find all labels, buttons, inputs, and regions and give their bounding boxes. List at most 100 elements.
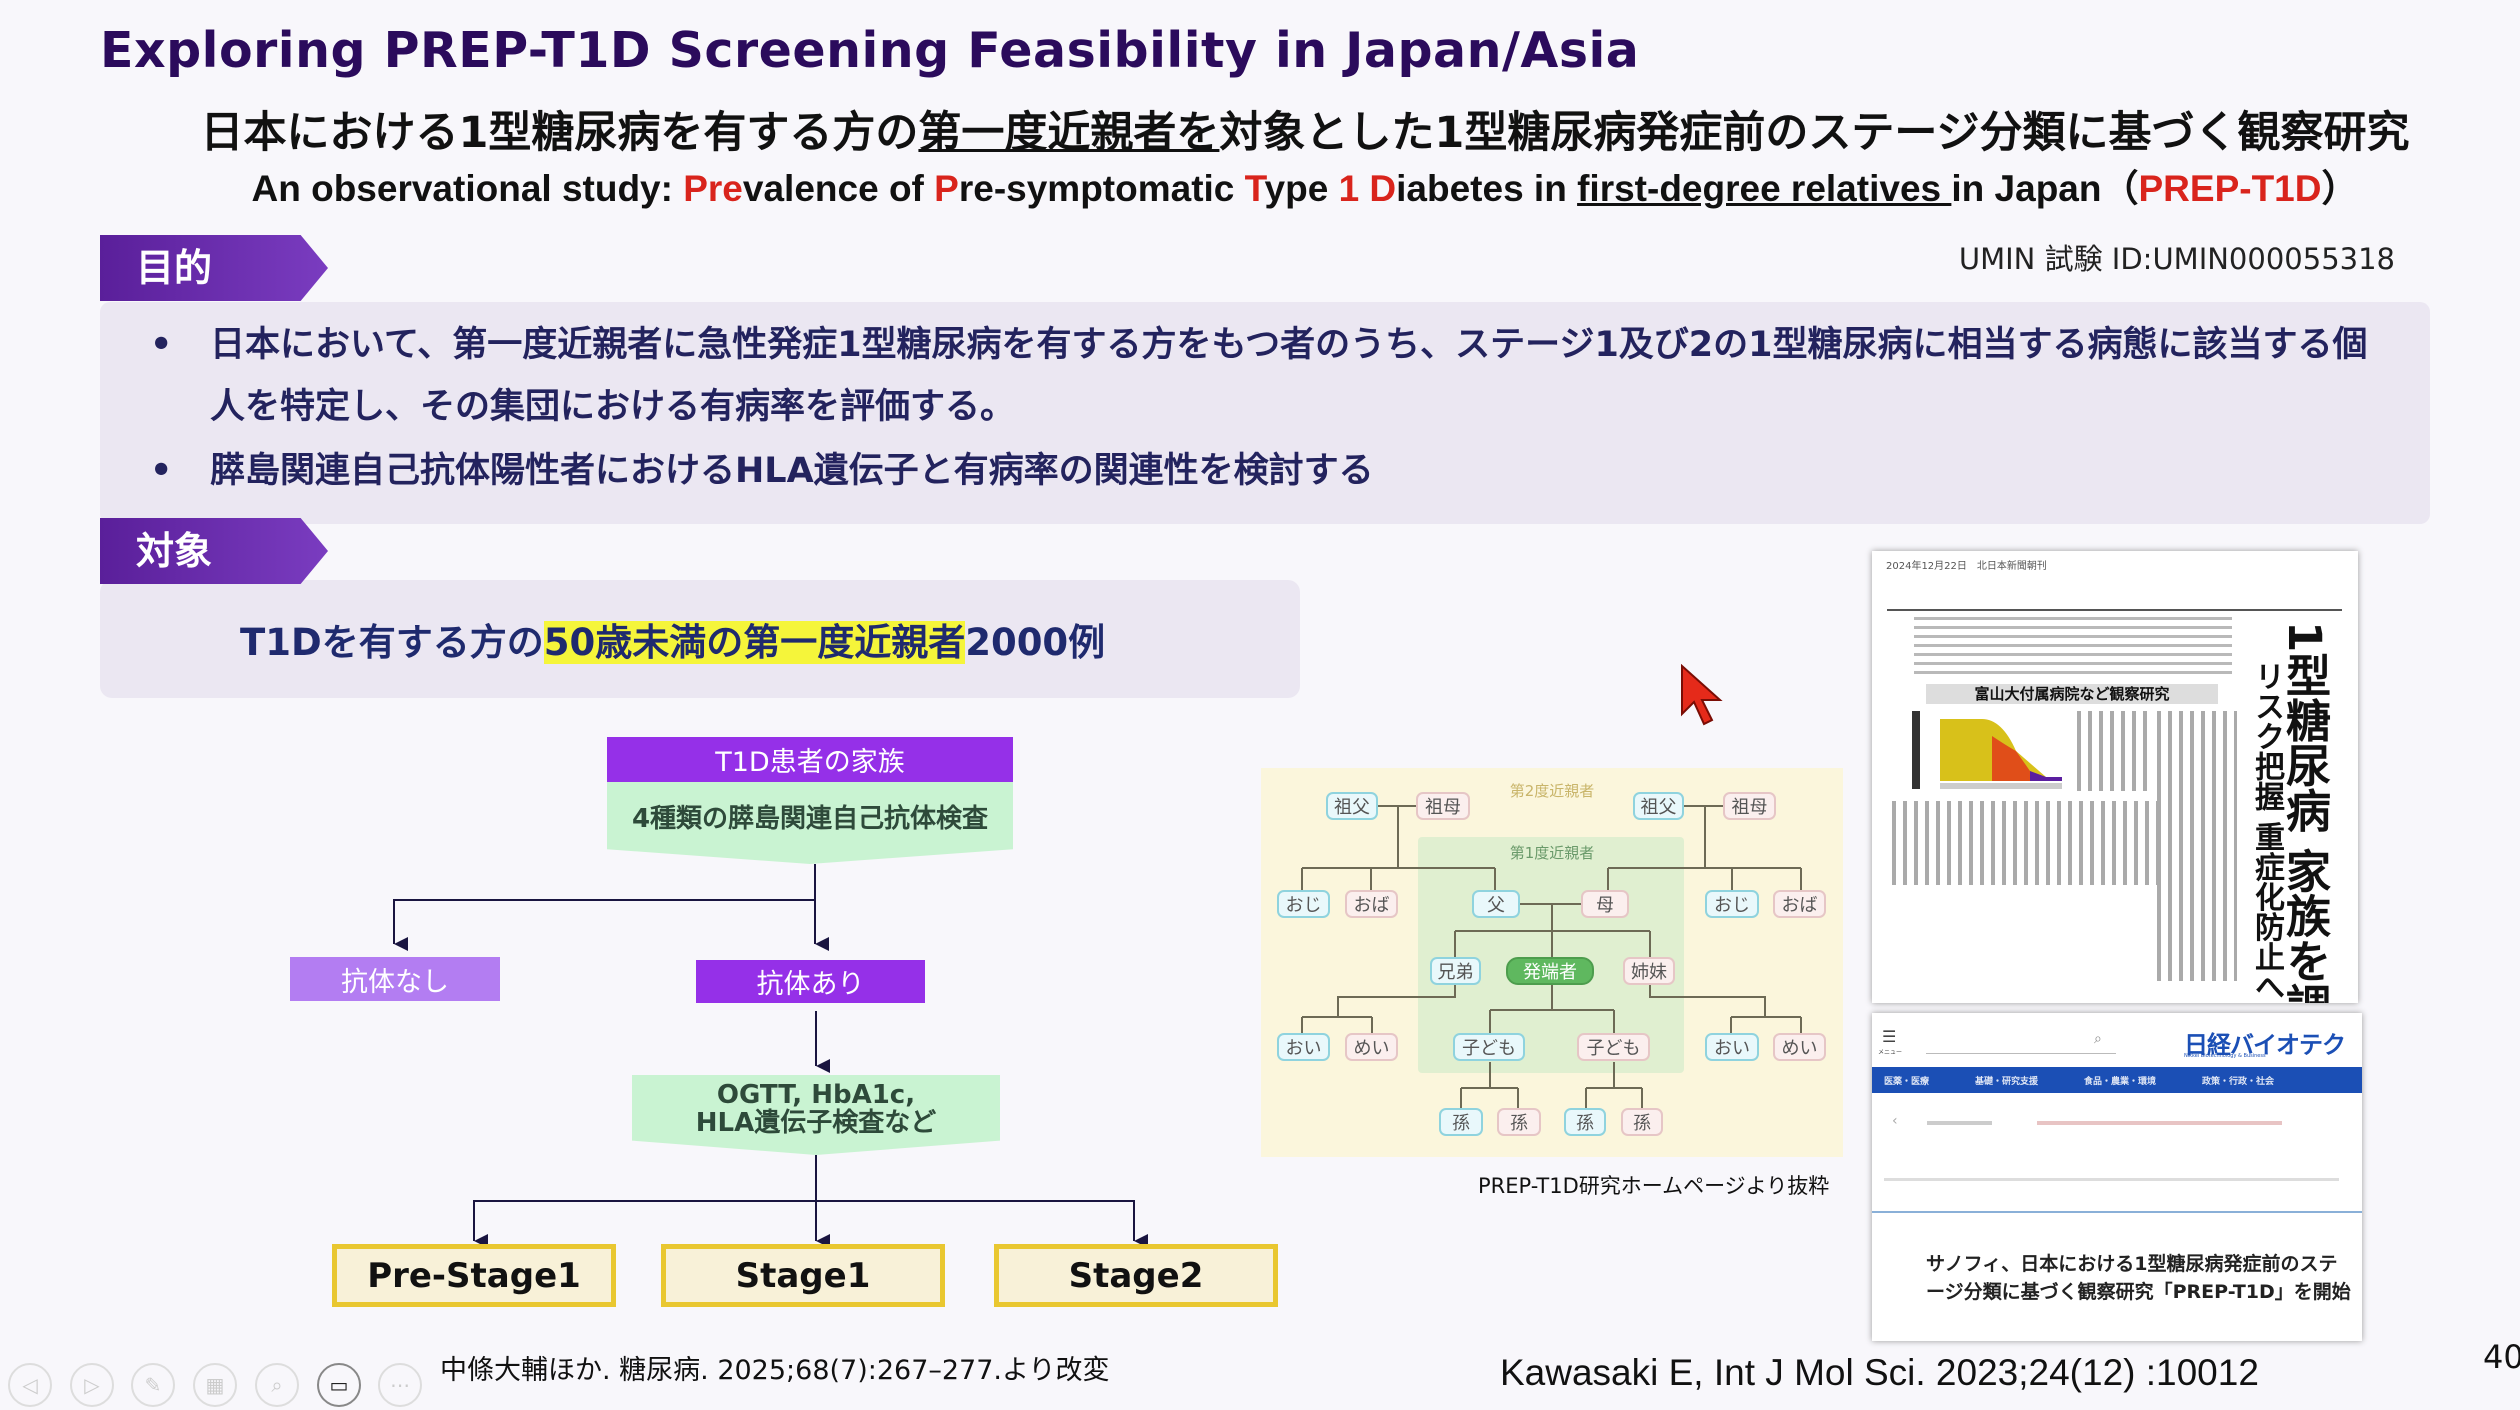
node-grandmother: 祖母 <box>1416 792 1470 820</box>
t: valence of <box>742 168 935 209</box>
mouse-cursor-icon <box>1681 664 1723 726</box>
article-lead-text <box>1914 617 2232 677</box>
purpose-box <box>100 302 2430 524</box>
nikkei-logo-sub: Nikkei Biotechnology & Business <box>2184 1053 2266 1059</box>
t: PREP-T1D <box>2138 168 2322 209</box>
t: Pre <box>683 168 743 209</box>
t: ） <box>2321 168 2359 209</box>
node-grandchild: 孫 <box>1439 1108 1483 1136</box>
nikkei-headline: サノフィ、日本における1型糖尿病発症前のステージ分類に基づく観察研究「PREP-… <box>1926 1253 2351 1303</box>
node-niece: めい <box>1345 1033 1398 1061</box>
jp-subtitle-underlined: 第一度近親者を <box>918 108 1220 158</box>
second-degree-label: 第2度近親者 <box>1509 782 1595 800</box>
node-aunt: おば <box>1345 890 1398 918</box>
node-brother: 兄弟 <box>1430 957 1481 985</box>
jp-subtitle-post: 対象とした1型糖尿病発症前のステージ分類に基づく観察研究 <box>1219 108 2410 158</box>
bullet-text: 膵島関連自己抗体陽性者におけるHLA遺伝子と有病率の関連性を検討する <box>210 451 1374 491</box>
menu-label: メニュー <box>1878 1049 1903 1056</box>
slides-grid-icon[interactable]: ▦ <box>193 1363 237 1407</box>
newspaper-clipping: 2024年12月22日 北日本新聞朝刊 富山大付属病院など観察研究 1型糖尿病 … <box>1872 551 2358 1003</box>
bullet-dot: • <box>150 325 173 365</box>
article-column <box>2077 711 2147 791</box>
previous-slide-icon[interactable]: ◁ <box>8 1363 52 1407</box>
node-proband: 発端者 <box>1506 957 1594 985</box>
more-options-icon[interactable]: ⋯ <box>378 1363 422 1407</box>
t: 1 D <box>1338 168 1397 209</box>
bullet-dot: • <box>150 451 173 491</box>
stage-chart-thumbnail <box>1912 711 2062 789</box>
rule <box>1887 609 2342 611</box>
stage-pre-stage1: Pre-Stage1 <box>332 1244 616 1307</box>
first-degree-label: 第1度近親者 <box>1509 844 1595 862</box>
t: ype <box>1264 168 1339 209</box>
search-icon: ⌕ <box>2094 1031 2102 1047</box>
rule <box>1872 1211 2362 1213</box>
purpose-bullet-1-cont: 人を特定し、その集団における有病率を評価する。 <box>210 387 1016 427</box>
flow-family-box: T1D患者の家族 <box>607 737 1013 782</box>
newspaper-section-title: 富山大付属病院など観察研究 <box>1926 684 2218 704</box>
newspaper-subheadline: リスク把握 重症化防止へ <box>2249 661 2284 1002</box>
t: first-degree relatives <box>1577 168 1952 209</box>
node-grandfather: 祖父 <box>1326 792 1378 820</box>
node-uncle: おじ <box>1277 890 1330 918</box>
t: OGTT, HbA1c, <box>716 1080 916 1110</box>
article-column <box>1892 801 2157 885</box>
t: An observational study: <box>251 168 684 209</box>
tree-connectors <box>1301 805 1802 1108</box>
next-slide-icon[interactable]: ▷ <box>70 1363 114 1407</box>
flow-tests: OGTT, HbA1c,HLA遺伝子検査など <box>632 1075 1000 1155</box>
menu-icon: ☰ <box>1882 1027 1897 1046</box>
node-nephew: おい <box>1277 1033 1330 1061</box>
article-column <box>2157 711 2237 981</box>
t: 2000例 <box>965 621 1106 664</box>
t: HLA遺伝子検査など <box>695 1108 937 1138</box>
newspaper-dateline: 2024年12月22日 北日本新聞朝刊 <box>1886 561 2047 572</box>
node-niece: めい <box>1773 1033 1826 1061</box>
search-field <box>1926 1053 2116 1054</box>
flow-no-antibody: 抗体なし <box>290 957 500 1001</box>
t: in Japan（ <box>1951 168 2139 209</box>
pen-icon[interactable]: ✎ <box>131 1363 175 1407</box>
t: T1Dを有する方の <box>240 621 544 664</box>
family-tree-diagram: 第2度近親者 第1度近親者 祖父 祖母 祖父 祖母 おじ おば 父 母 おじ お… <box>1261 768 1843 1157</box>
node-father: 父 <box>1472 890 1520 918</box>
purpose-tab: 目的 <box>100 235 328 301</box>
node-aunt: おば <box>1773 890 1826 918</box>
slide-title: Exploring PREP-T1D Screening Feasibility… <box>100 22 1640 79</box>
en-subtitle: An observational study: Prevalence of Pr… <box>0 158 2520 212</box>
t: iabetes in <box>1396 168 1578 209</box>
camera-icon[interactable]: ▭ <box>317 1363 361 1407</box>
stage-stage2: Stage2 <box>994 1244 1278 1307</box>
nav-item: 政策・行政・社会 <box>2202 1076 2275 1087</box>
back-chevron-icon: ‹ <box>1892 1113 1898 1129</box>
page-number: 40 <box>2483 1338 2520 1376</box>
bullet-text: 日本において、第一度近親者に急性発症1型糖尿病を有する方をもつ者のうち、ステージ… <box>210 325 2368 365</box>
purpose-bullet-2: • 膵島関連自己抗体陽性者におけるHLA遺伝子と有病率の関連性を検討する <box>150 442 1374 493</box>
node-grandchild: 孫 <box>1621 1108 1663 1136</box>
jp-subtitle: 日本における1型糖尿病を有する方の第一度近親者を対象とした1型糖尿病発症前のステ… <box>0 98 2520 160</box>
node-sister: 姉妹 <box>1623 957 1675 985</box>
stage-stage1: Stage1 <box>661 1244 945 1307</box>
newspaper-headline: 1型糖尿病 家族を調査 <box>2278 621 2331 1003</box>
breadcrumb-placeholder <box>1884 1178 2339 1181</box>
flow-antibody-test: 4種類の膵島関連自己抗体検査 <box>607 782 1013 864</box>
tree-caption: PREP-T1D研究ホームページより抜粋 <box>1478 1174 1830 1198</box>
breadcrumb-placeholder <box>1927 1121 1992 1125</box>
nikkei-nav-bar: 医薬・医療基礎・研究支援食品・農業・環境政策・行政・社会 <box>1872 1067 2362 1093</box>
target-text: T1Dを有する方の50歳未満の第一度近親者2000例 <box>240 612 1105 666</box>
target-highlight: 50歳未満の第一度近親者 <box>543 621 966 664</box>
footnote-reference: 中條大輔ほか. 糖尿病. 2025;68(7):267–277.より改変 <box>440 1355 1110 1386</box>
node-nephew: おい <box>1705 1033 1759 1061</box>
nav-item: 食品・農業・環境 <box>2084 1076 2157 1087</box>
node-grandchild: 孫 <box>1564 1108 1606 1136</box>
zoom-icon[interactable]: ⌕ <box>255 1363 299 1407</box>
purpose-bullet-1: • 日本において、第一度近親者に急性発症1型糖尿病を有する方をもつ者のうち、ステー… <box>150 316 2368 367</box>
nav-item: 医薬・医療 <box>1884 1076 1930 1087</box>
jp-subtitle-pre: 日本における1型糖尿病を有する方の <box>200 108 919 158</box>
t: P <box>934 168 959 209</box>
node-grandchild: 孫 <box>1497 1108 1541 1136</box>
node-grandmother: 祖母 <box>1723 792 1776 820</box>
t: T <box>1244 168 1265 209</box>
node-grandfather: 祖父 <box>1633 792 1684 820</box>
